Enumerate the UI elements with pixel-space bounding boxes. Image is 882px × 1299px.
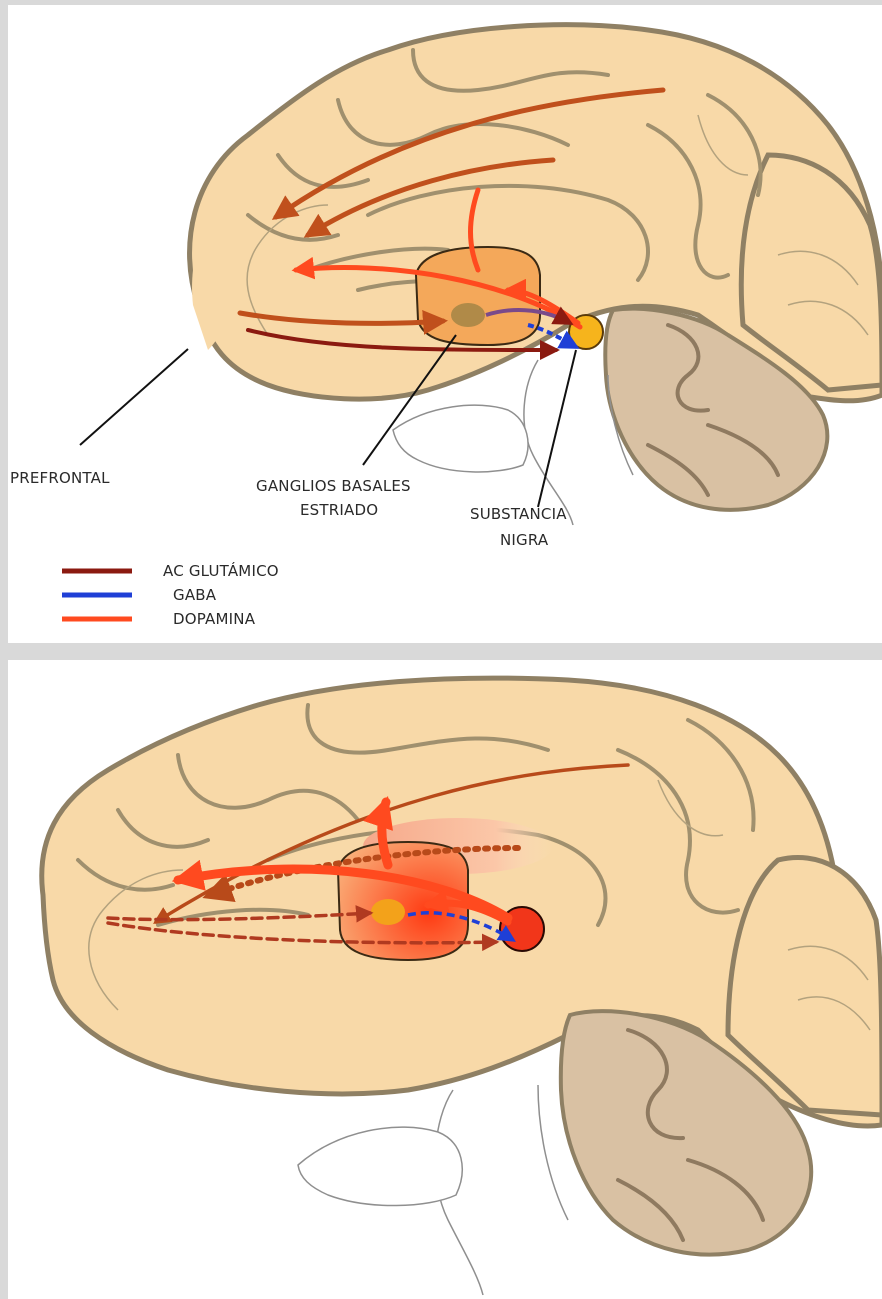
legend-dopamine-label: DOPAMINA [173, 610, 256, 628]
label-prefrontal: PREFRONTAL [10, 469, 110, 487]
bottom-brain-diagram [8, 660, 882, 1299]
legend-gaba-label: GABA [173, 586, 217, 604]
top-panel-normal-pathways: PREFRONTAL GANGLIOS BASALES ESTRIADO SUB… [8, 5, 882, 643]
diencephalon-outline [298, 1127, 462, 1205]
label-substantia: SUBSTANCIA [470, 505, 567, 523]
bottom-panel-altered-pathways [8, 660, 882, 1299]
legend: AC GLUTÁMICO GABA DOPAMINA [62, 561, 279, 628]
legend-glutamate-label: AC GLUTÁMICO [163, 561, 279, 580]
striatum-nucleus [371, 899, 405, 925]
top-brain-diagram: PREFRONTAL GANGLIOS BASALES ESTRIADO SUB… [8, 5, 882, 643]
label-nigra: NIGRA [500, 531, 549, 549]
diencephalon-outline [393, 405, 528, 472]
label-basal-ganglia: GANGLIOS BASALES [256, 477, 411, 495]
striatum-nucleus [451, 303, 485, 327]
label-striatum: ESTRIADO [300, 501, 378, 519]
